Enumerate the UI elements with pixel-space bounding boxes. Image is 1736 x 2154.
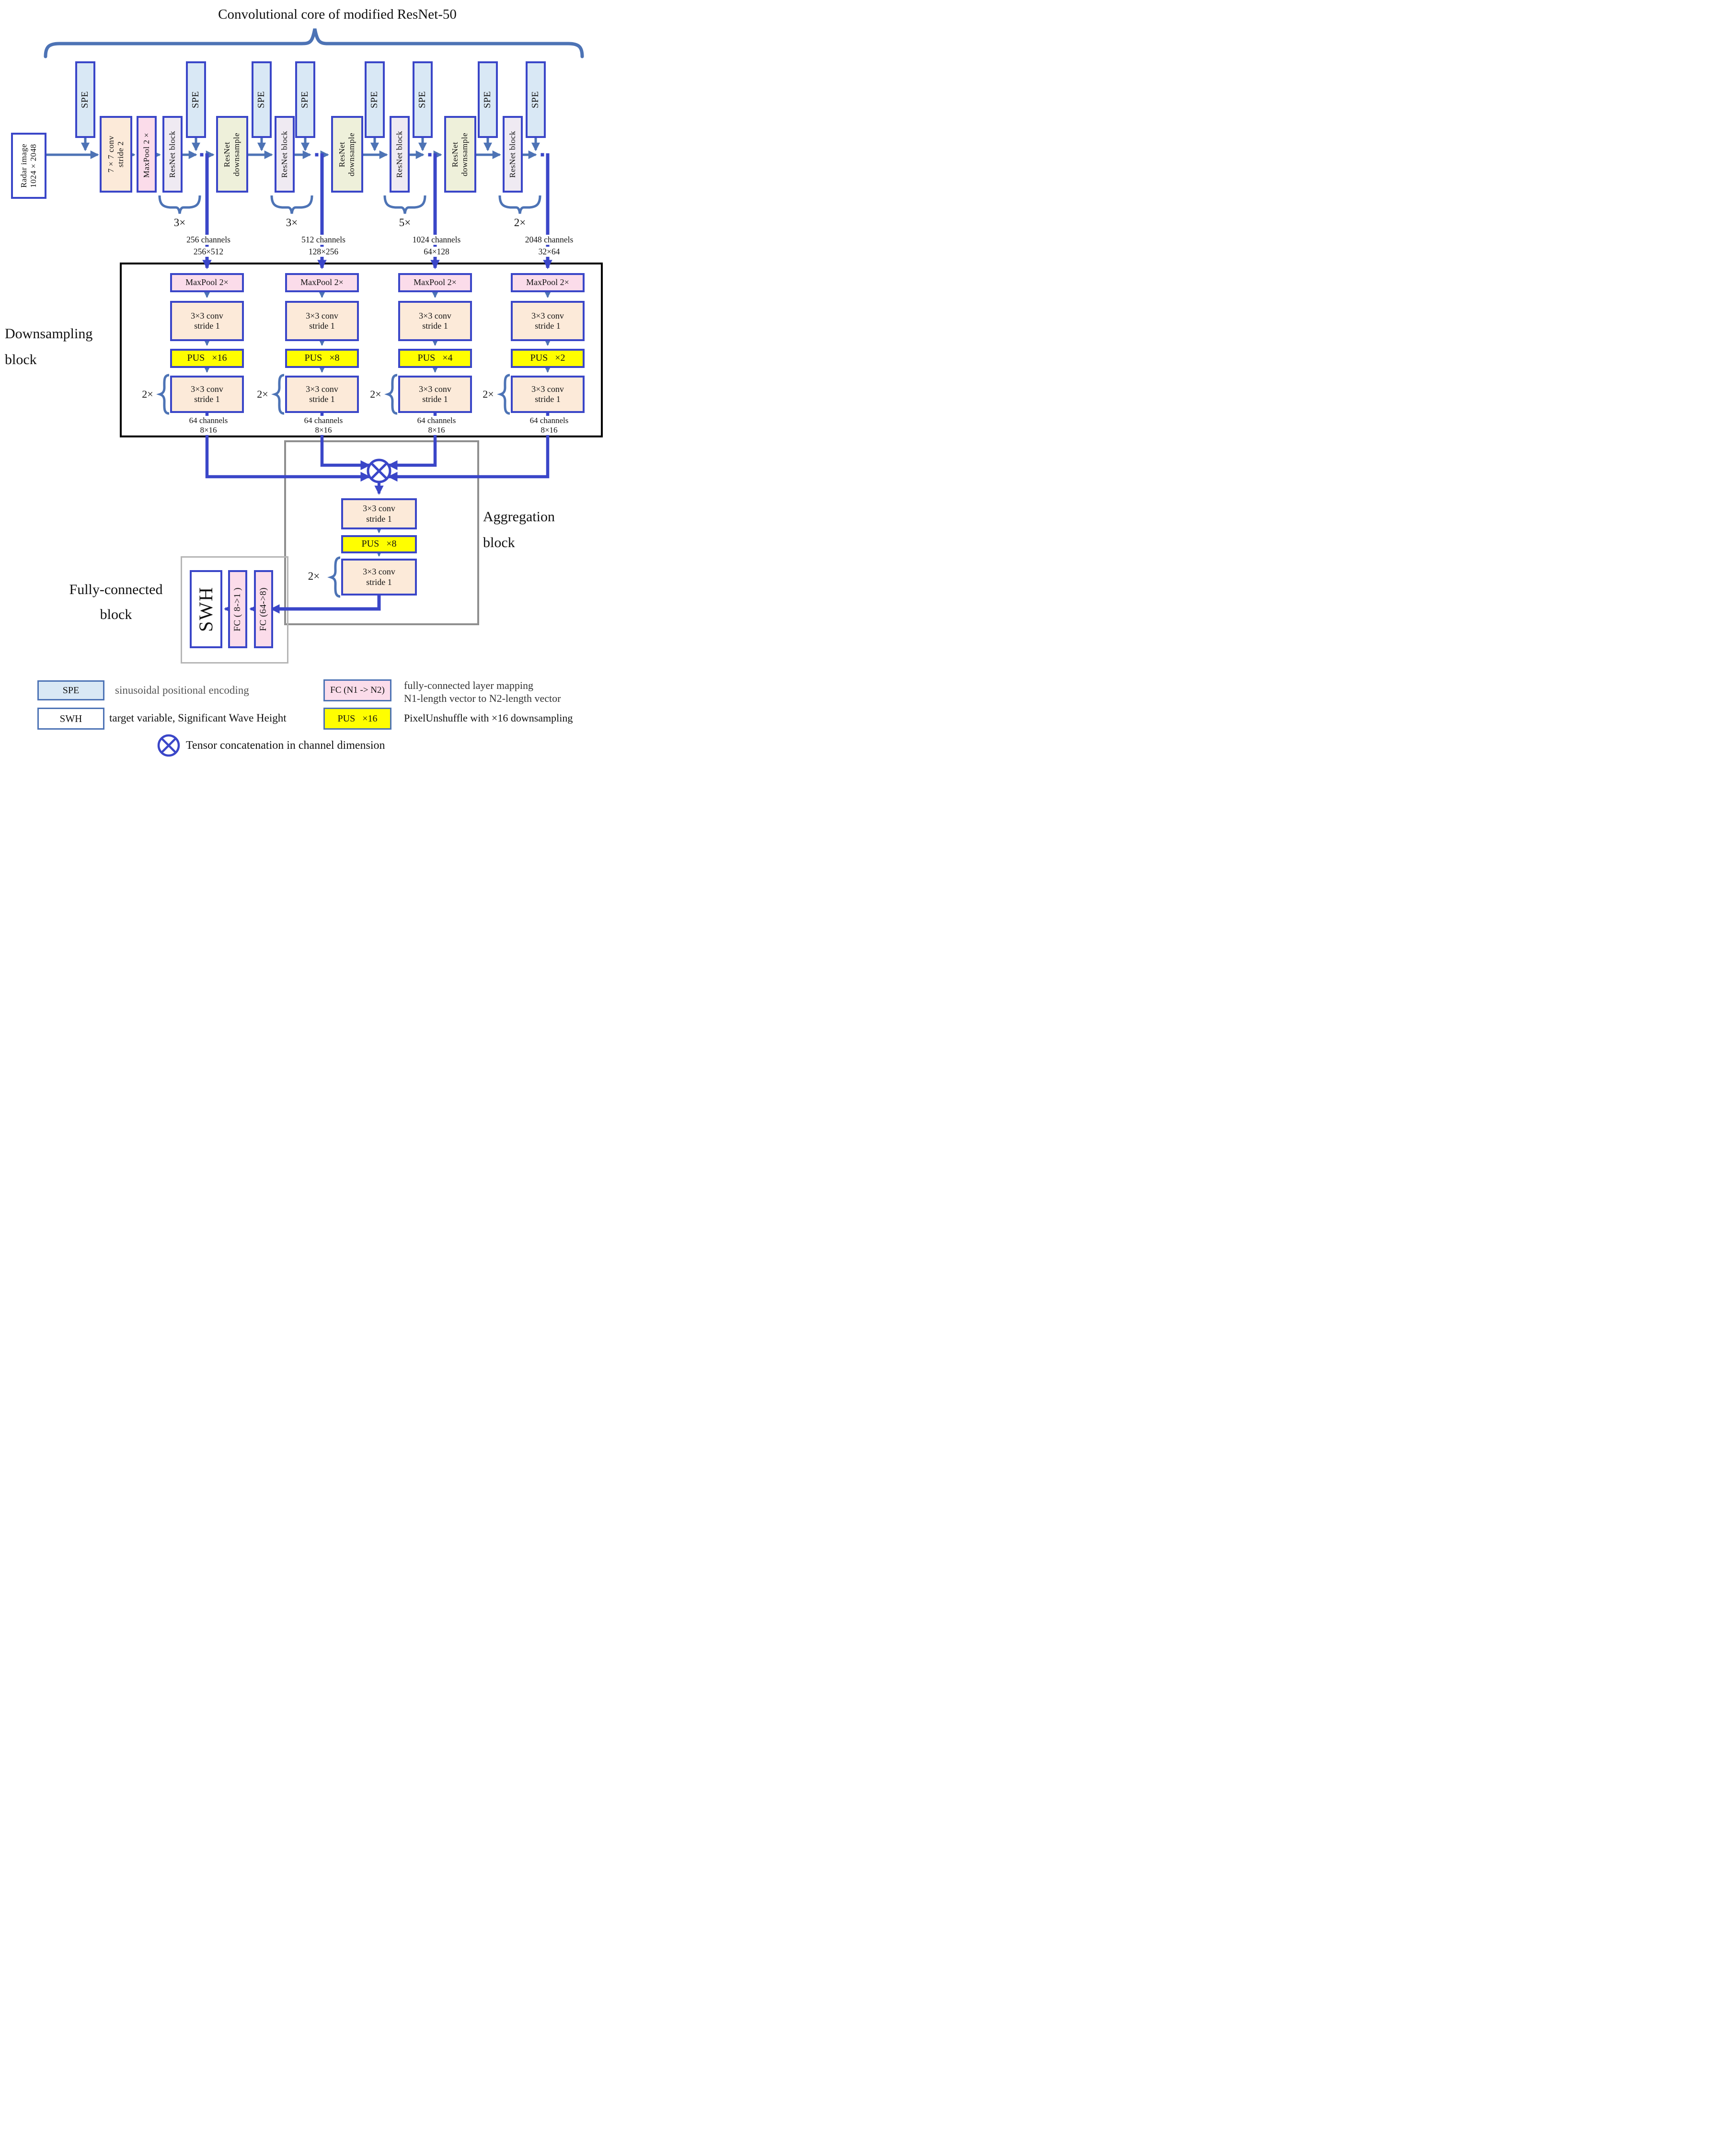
ds-out-size-1: 8×16 bbox=[181, 425, 236, 435]
repeat-brace bbox=[271, 374, 285, 415]
ds-maxpool-1: MaxPool 2× bbox=[170, 273, 244, 292]
ds-out-size-2: 8×16 bbox=[296, 425, 351, 435]
fc-block-label-line2: block bbox=[100, 607, 132, 622]
legend-pus-desc: PixelUnshuffle with ×16 downsampling bbox=[404, 712, 573, 724]
stage-size-2: 128×256 bbox=[288, 247, 358, 257]
ds-maxpool-4: MaxPool 2× bbox=[511, 273, 585, 292]
diagram-title: Convolutional core of modified ResNet-50 bbox=[218, 7, 457, 22]
top-brace bbox=[44, 28, 584, 58]
ds-out-channels-4: 64 channels bbox=[521, 416, 577, 425]
legend-spe-desc: sinusoidal positional encoding bbox=[115, 684, 249, 696]
ds-out-channels-2: 64 channels bbox=[296, 416, 351, 425]
stage-brace bbox=[158, 195, 201, 214]
resnet-downsample-box-2: ResNet downsample bbox=[331, 116, 363, 193]
legend-fc-desc-line2: N1-length vector to N2-length vector bbox=[404, 692, 561, 704]
stage-brace bbox=[270, 195, 313, 214]
resnet-downsample-box-1: ResNet downsample bbox=[216, 116, 248, 193]
aggregation-block-label-line2: block bbox=[483, 535, 515, 550]
stage-size-3: 64×128 bbox=[402, 247, 471, 257]
ds-out-channels-3: 64 channels bbox=[409, 416, 464, 425]
spe-box-4: SPE bbox=[295, 61, 315, 138]
concat-icon bbox=[367, 458, 391, 483]
spe-box-2: SPE bbox=[186, 61, 206, 138]
ds-out-size-3: 8×16 bbox=[409, 425, 464, 435]
ds-repeat-4: 2× bbox=[483, 388, 494, 400]
legend-swh-box: SWH bbox=[37, 708, 104, 730]
legend-fc-box: FC (N1 -> N2) bbox=[323, 679, 391, 701]
spe-box-3: SPE bbox=[252, 61, 272, 138]
downsampling-block-label-line1: Downsampling bbox=[5, 326, 93, 342]
legend-concat-icon bbox=[157, 734, 180, 757]
stage-size-1: 256×512 bbox=[173, 247, 243, 257]
ds-repeat-2: 2× bbox=[257, 388, 268, 400]
ds-pus-4: PUS ×2 bbox=[511, 349, 585, 368]
swh-output-box: SWH bbox=[190, 570, 222, 648]
conv7x7-box: 7×7 conv stride 2 bbox=[100, 116, 132, 193]
repeat-brace bbox=[156, 374, 170, 415]
stage-brace bbox=[498, 195, 541, 214]
ds-out-channels-1: 64 channels bbox=[181, 416, 236, 425]
radar-input-box: Radar image 1024×2048 bbox=[11, 133, 46, 199]
ds-pus-1: PUS ×16 bbox=[170, 349, 244, 368]
aggregation-block-frame bbox=[284, 440, 479, 625]
stage-multiplier-1: 3× bbox=[173, 217, 186, 229]
fc-8-1-box: FC ( 8->1 ) bbox=[228, 570, 247, 648]
repeat-brace bbox=[327, 556, 341, 598]
legend-pus-box: PUS ×16 bbox=[323, 708, 391, 730]
spe-box-5: SPE bbox=[365, 61, 385, 138]
spe-box-8: SPE bbox=[526, 61, 546, 138]
ds-maxpool-2: MaxPool 2× bbox=[285, 273, 359, 292]
stage-brace bbox=[383, 195, 426, 214]
agg-pus: PUS ×8 bbox=[341, 535, 417, 553]
fc-64-8-box: FC (64->8) bbox=[254, 570, 273, 648]
repeat-brace bbox=[384, 374, 398, 415]
resnet-downsample-box-3: ResNet downsample bbox=[444, 116, 476, 193]
downsampling-block-frame bbox=[120, 263, 603, 437]
stage-multiplier-2: 3× bbox=[286, 217, 298, 229]
stage-multiplier-3: 5× bbox=[399, 217, 411, 229]
stage-channels-4: 2048 channels bbox=[514, 235, 584, 245]
stage-multiplier-4: 2× bbox=[514, 217, 526, 229]
ds-out-size-4: 8×16 bbox=[521, 425, 577, 435]
stage-channels-1: 256 channels bbox=[173, 235, 243, 245]
agg-repeat: 2× bbox=[308, 570, 320, 582]
spe-box-7: SPE bbox=[478, 61, 498, 138]
resnet-block-box-4: ResNet block bbox=[503, 116, 523, 193]
stage-channels-3: 1024 channels bbox=[402, 235, 471, 245]
spe-box-1: SPE bbox=[75, 61, 95, 138]
legend-fc-desc-line1: fully-connected layer mapping bbox=[404, 679, 534, 691]
legend-spe-box: SPE bbox=[37, 680, 104, 700]
ds-pus-3: PUS ×4 bbox=[398, 349, 472, 368]
fc-block-label-line1: Fully-connected bbox=[69, 582, 163, 597]
ds-maxpool-3: MaxPool 2× bbox=[398, 273, 472, 292]
ds-repeat-1: 2× bbox=[142, 388, 153, 400]
architecture-diagram: Convolutional core of modified ResNet-50… bbox=[0, 0, 613, 762]
stage-channels-2: 512 channels bbox=[288, 235, 358, 245]
repeat-brace bbox=[497, 374, 510, 415]
ds-pus-2: PUS ×8 bbox=[285, 349, 359, 368]
legend-swh-desc: target variable, Significant Wave Height bbox=[109, 712, 287, 724]
downsampling-block-label-line2: block bbox=[5, 352, 37, 367]
spe-box-6: SPE bbox=[413, 61, 433, 138]
legend-concat-desc: Tensor concatenation in channel dimensio… bbox=[186, 739, 385, 752]
stage-size-4: 32×64 bbox=[514, 247, 584, 257]
ds-repeat-3: 2× bbox=[370, 388, 381, 400]
aggregation-block-label-line1: Aggregation bbox=[483, 509, 555, 525]
resnet-block-box-2: ResNet block bbox=[275, 116, 295, 193]
resnet-block-box-3: ResNet block bbox=[390, 116, 410, 193]
maxpool-box-top: MaxPool 2× bbox=[137, 116, 157, 193]
resnet-block-box-1: ResNet block bbox=[162, 116, 183, 193]
